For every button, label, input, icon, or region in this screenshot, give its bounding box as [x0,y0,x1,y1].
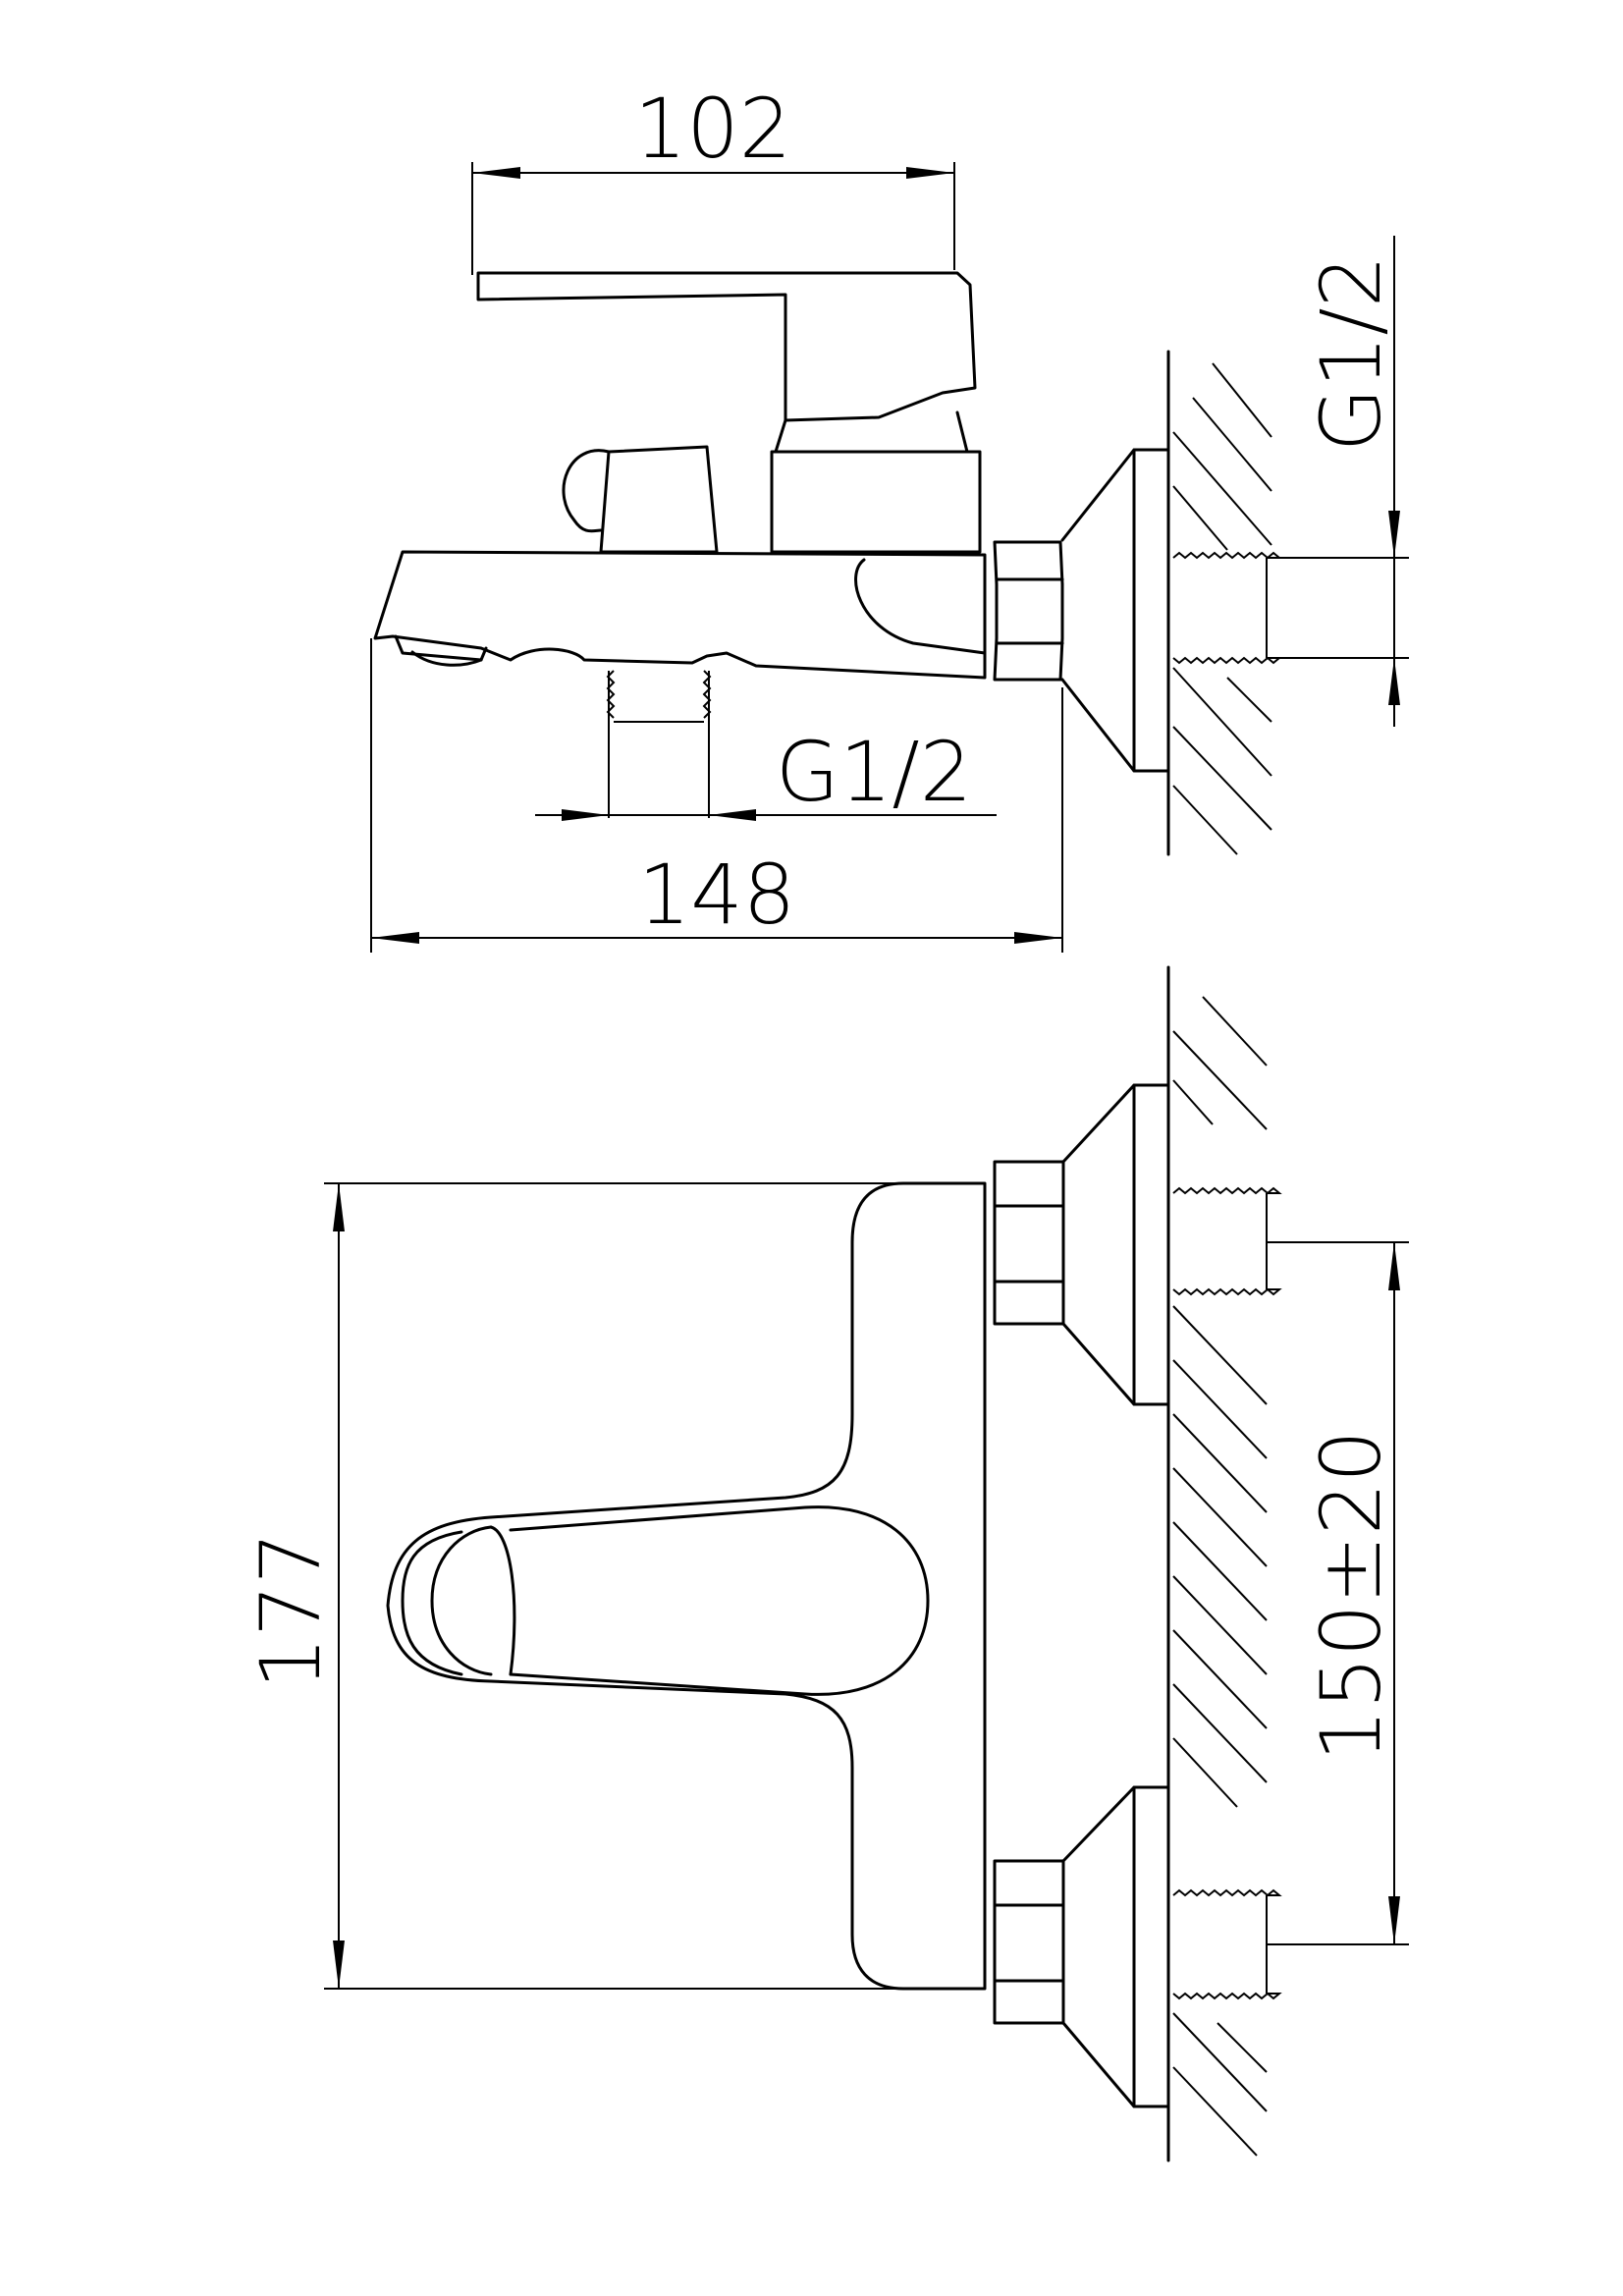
front-wall-hatching [1172,996,1268,2157]
dimension-label-148: 148 [638,847,795,943]
dimension-lever-length: 102 [471,81,955,275]
front-view: 177 150±20 [243,965,1409,2162]
front-lever [489,1525,516,1676]
front-flange-top [1061,1083,1170,1406]
front-nut-top [993,1160,1065,1326]
wall-flange [1060,448,1170,773]
front-flange-bottom [1061,1785,1170,2108]
diverter-knob [599,445,719,554]
outlet-thread [606,670,712,818]
outlet-thread-label: G1/2 [776,724,972,820]
dimension-label-150: 150±20 [1303,1430,1399,1762]
front-nut-bottom [993,1859,1065,2025]
front-inlet-thread-top [1172,1186,1282,1296]
dimension-inlet-thread: G1/2 [1267,236,1409,727]
inlet-thread-side [1172,551,1282,665]
mixer-body [373,550,987,680]
front-inlet-thread-bottom [1172,1888,1282,2000]
inlet-thread-label: G1/2 [1303,255,1399,452]
connection-nut [993,540,1064,682]
front-body [386,1181,987,1991]
dimension-outlet-thread: G1/2 [535,724,997,821]
dimension-body-height: 177 [243,1182,985,1990]
dimension-label-177: 177 [243,1532,339,1689]
wall-hatching [1172,362,1272,855]
dimension-label-102: 102 [634,81,791,177]
dimension-total-length: 148 [370,638,1063,953]
side-view: 102 G1/2 [370,81,1409,953]
lever-handle [476,271,977,422]
dimension-inlet-spacing: 150±20 [1267,1241,1409,1945]
cartridge-body [770,450,982,554]
